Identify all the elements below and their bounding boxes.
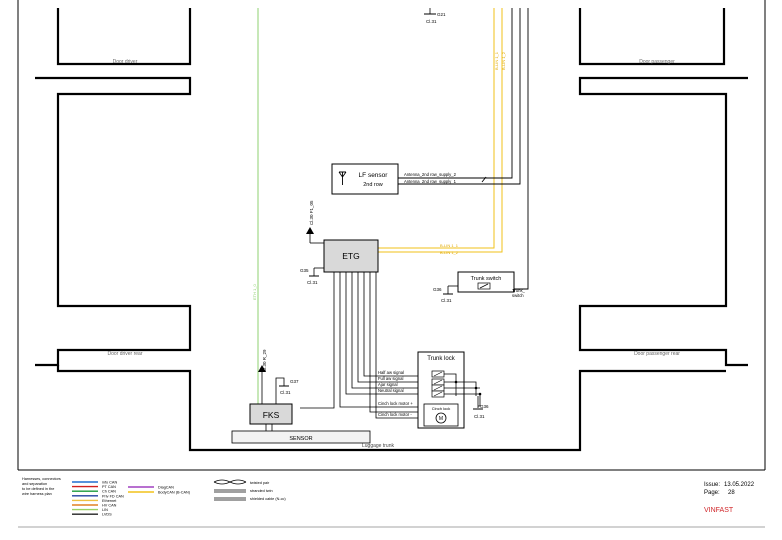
fks-supply-arrow bbox=[258, 365, 266, 372]
ground-g21: G21 Cl.31 bbox=[424, 8, 446, 24]
issue-value: 13.05.2022 bbox=[724, 482, 755, 488]
g36b-cl-label: Cl.31 bbox=[474, 414, 485, 419]
legend-twisted-pair-label: twisted pair bbox=[250, 481, 270, 485]
issue-label: Issue: bbox=[704, 482, 720, 488]
antenna-2-label: Antenna_2nd row_supply_2 bbox=[404, 172, 457, 177]
legend-note-line-2: and separation bbox=[22, 482, 47, 486]
label-luggage-trunk: Luggage trunk bbox=[362, 443, 394, 449]
legend-stranded-twin-label: stranded twin bbox=[250, 489, 273, 493]
antenna-icon bbox=[338, 171, 347, 185]
fks-supply-label: Cl.30 R_29 bbox=[262, 349, 267, 372]
trunk-switch: Trunk switch bbox=[457, 271, 515, 293]
etg-module: ETG bbox=[323, 239, 379, 273]
legend-label: Ethernet bbox=[102, 499, 117, 503]
etg-label: ETG bbox=[342, 251, 359, 261]
trunk-lock: Trunk lock Cinch lock M bbox=[417, 351, 465, 429]
lock-switch-contacts bbox=[431, 370, 445, 398]
lf-sensor-title: LF sensor bbox=[359, 172, 389, 179]
legend-label: LIN bbox=[102, 508, 108, 512]
legend-label: Ch CAN bbox=[102, 490, 116, 494]
g21-cl-label: Cl.31 bbox=[426, 19, 437, 24]
lf-sensor-subtitle: 2nd row bbox=[363, 182, 383, 188]
cinch-plus-label: Cinch lock motor + bbox=[378, 401, 413, 406]
etg-signal-wires bbox=[300, 272, 432, 419]
fks-ground-wire bbox=[275, 377, 285, 404]
trunk-lock-title: Trunk lock bbox=[427, 356, 455, 362]
label-door-passenger-rear: Door passenger rear bbox=[634, 351, 680, 357]
legend-label: BodyCAN (B-CAN) bbox=[158, 491, 191, 495]
legend-label: Priv FD CAN bbox=[102, 494, 124, 498]
top-bus-label-2: B-LIN 1_2 bbox=[501, 51, 506, 70]
page-label: Page: bbox=[704, 490, 720, 496]
g36b-label: G36 bbox=[480, 404, 489, 409]
legend-shielded-cable-label: shielded cable (N-cc) bbox=[250, 497, 286, 501]
antenna-wires bbox=[398, 8, 529, 290]
legend-label: HV CAN bbox=[102, 504, 117, 508]
legend-note-line-4: wire harness plan bbox=[22, 492, 52, 496]
label-door-driver-rear: Door driver rear bbox=[107, 351, 142, 357]
legend-note-line-3: to be defined in the bbox=[22, 487, 54, 491]
trunk-switch-pin-label-2: switch bbox=[512, 293, 524, 298]
cinch-lock-label: Cinch lock bbox=[432, 406, 450, 411]
g21-label: G21 bbox=[437, 12, 446, 17]
legend-label: DiagCAN bbox=[158, 486, 174, 490]
sensor-label: SENSOR bbox=[289, 436, 312, 442]
g35-cl-label: Cl.31 bbox=[307, 280, 318, 285]
legend-note-line-1: Harnesses, connectors bbox=[22, 477, 61, 481]
green-wire-label: ETH 1_0 bbox=[252, 283, 257, 300]
sensor-bar: SENSOR bbox=[231, 430, 371, 444]
lin-label-1: B-LIN 1_1 bbox=[440, 243, 459, 248]
trunk-switch-pin-label: Trunk_ bbox=[512, 288, 526, 293]
g35-label: G35 bbox=[300, 268, 309, 273]
motor-icon bbox=[435, 412, 447, 424]
cinch-minus-label: Cinch lock motor - bbox=[378, 412, 412, 417]
vehicle-outline bbox=[35, 8, 748, 452]
ajar-signal-label: Ajar signal bbox=[378, 382, 398, 387]
legend-label: PT CAN bbox=[102, 485, 116, 489]
brand-logo: VINFAST bbox=[704, 507, 734, 514]
full-signal-label: Full aw signal bbox=[378, 376, 403, 381]
legend: Harnesses, connectors and separation to … bbox=[22, 477, 286, 517]
footer-info: Issue: 13.05.2022 Page: 28 VINFAST bbox=[704, 482, 755, 514]
trunk-switch-title: Trunk switch bbox=[471, 276, 502, 282]
etg-supply-arrow bbox=[306, 227, 314, 234]
fks-label: FKS bbox=[263, 410, 280, 420]
ground-g35: G35 Cl.31 bbox=[300, 267, 324, 285]
label-door-passenger: Door passenger bbox=[639, 59, 675, 65]
antenna-1-label: Antenna_2nd row_supply_1 bbox=[404, 179, 457, 184]
neutral-signal-label: Neutral signal bbox=[378, 388, 404, 393]
etg-supply-label: Cl.30 F1_05 bbox=[309, 200, 314, 225]
trunk-lock-ground-wires bbox=[444, 373, 481, 408]
half-signal-label: Half aw signal bbox=[378, 370, 404, 375]
g36a-label: G36 bbox=[433, 287, 442, 292]
label-door-driver: Door driver bbox=[113, 59, 138, 65]
legend-label: info CAN bbox=[102, 481, 117, 485]
page-value: 28 bbox=[728, 490, 735, 496]
legend-label: LVDS bbox=[102, 513, 112, 517]
g37-cl-label: Cl.31 bbox=[280, 390, 291, 395]
top-bus-label-1: B-LIN 1_1 bbox=[494, 51, 499, 70]
svg-text:M: M bbox=[439, 416, 443, 422]
lin-bus-wires bbox=[378, 8, 503, 253]
g37-label: G37 bbox=[290, 379, 299, 384]
g36a-cl-label: Cl.31 bbox=[441, 298, 452, 303]
lin-label-2: B-LIN 1_2 bbox=[440, 250, 459, 255]
fks-module: FKS bbox=[249, 403, 293, 425]
lf-sensor: LF sensor 2nd row bbox=[331, 163, 399, 195]
